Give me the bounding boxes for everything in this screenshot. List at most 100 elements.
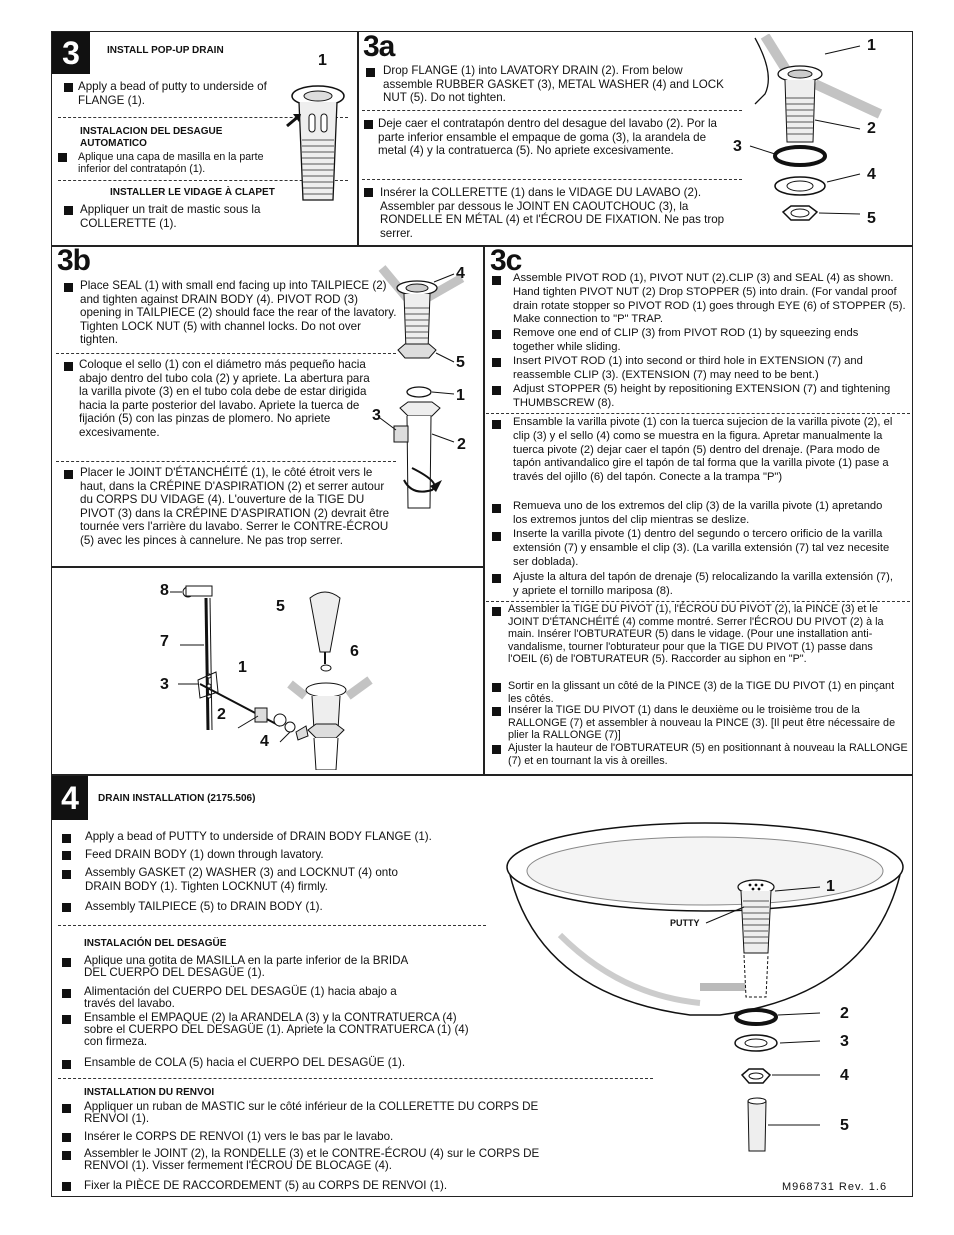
step-3b-text-en: Place SEAL (1) with small end facing up …	[80, 279, 397, 347]
dashed-separator	[56, 353, 396, 354]
bullet	[64, 362, 73, 371]
bullet	[62, 989, 71, 998]
document-reference: M968731 Rev. 1.6	[782, 1181, 888, 1193]
callout-3: 3	[840, 1033, 849, 1050]
step-3-badge: 3	[52, 32, 90, 74]
vessel-sink-illustration	[506, 822, 904, 1152]
step-4-heading: DRAIN INSTALLATION (2175.506)	[98, 793, 256, 804]
bullet	[62, 958, 71, 967]
divider	[51, 245, 913, 247]
callout-1: 1	[318, 52, 327, 69]
callout-1: 1	[456, 387, 465, 404]
step-4-en-3: Assembly GASKET (2) WASHER (3) and LOCKN…	[85, 866, 398, 893]
divider	[357, 31, 359, 246]
step-3c-fr-2: Sortir en la glissant un côté de la PINC…	[508, 680, 895, 705]
bullet	[62, 870, 71, 879]
bullet	[62, 851, 71, 860]
bullet	[62, 1015, 71, 1024]
step-3-text-es: Aplique una capa de masilla en la parte …	[78, 151, 264, 176]
bullet	[62, 1133, 71, 1142]
bullet	[64, 83, 73, 92]
callout-2: 2	[217, 706, 226, 723]
bullet	[492, 574, 501, 583]
dashed-separator	[58, 117, 348, 118]
callout-4: 4	[456, 265, 465, 282]
bullet	[492, 504, 501, 513]
step-3b-text-es: Coloque el sello (1) con el diámetro más…	[79, 358, 370, 439]
bullet	[492, 276, 501, 285]
step-3a-title: 3a	[363, 30, 395, 63]
step-3-heading: INSTALL POP-UP DRAIN	[107, 45, 224, 56]
step-3c-fr-3: Insérer la TIGE DU PIVOT (1) dans le deu…	[508, 704, 896, 742]
step-4-heading-es: INSTALACIÓN DEL DESAGÜE	[84, 938, 227, 949]
callout-2: 2	[867, 120, 876, 137]
step-3c-title: 3c	[490, 244, 522, 277]
callout-5: 5	[456, 354, 465, 371]
step-3b-text-fr: Placer le JOINT D'ÉTANCHÉITÉ (1), le côt…	[80, 466, 390, 547]
callout-1: 1	[826, 878, 835, 895]
dashed-separator	[58, 1078, 653, 1079]
step-4-en-4: Assembly TAILPIECE (5) to DRAIN BODY (1)…	[85, 900, 323, 913]
step-4-es-3: Ensamble el EMPAQUE (2) la ARANDELA (3) …	[84, 1011, 469, 1049]
bullet	[492, 745, 501, 754]
step-4-fr-1: Appliquer un ruban de MASTIC sur le côté…	[84, 1100, 539, 1126]
step-3c-es-2: Remueva uno de los extremos del clip (3)…	[513, 500, 883, 526]
step-4-es-2: Alimentación del CUERPO DEL DESAGÜE (1) …	[84, 985, 397, 1011]
callout-7: 7	[160, 633, 169, 650]
step-3a-text-fr: Insérer la COLLERETTE (1) dans le VIDAGE…	[380, 186, 725, 240]
step-4-es-1: Aplique una gotita de MASILLA en la part…	[84, 954, 408, 980]
step-3c-es-3: Inserte la varilla pivote (1) dentro del…	[513, 528, 890, 568]
callout-3: 3	[160, 676, 169, 693]
step-3a-text-es: Deje caer el contratapón dentro del desa…	[378, 117, 718, 158]
flange-illustration	[286, 85, 345, 201]
step-3-heading-fr: INSTALLER LE VIDAGE À CLAPET	[110, 187, 275, 198]
bullet	[62, 834, 71, 843]
bullet	[64, 470, 73, 479]
bullet	[62, 1182, 71, 1191]
dashed-separator	[58, 180, 348, 181]
tailpiece-illustration	[378, 265, 465, 509]
step-3-text-en: Apply a bead of putty to underside of FL…	[78, 80, 267, 107]
callout-3: 3	[372, 407, 381, 424]
step-4-en-2: Feed DRAIN BODY (1) down through lavator…	[85, 848, 324, 861]
bullet	[492, 420, 501, 429]
callout-8: 8	[160, 582, 169, 599]
bullet	[492, 532, 501, 541]
step-4-fr-3: Assembler le JOINT (2), la RONDELLE (3) …	[84, 1147, 540, 1173]
bullet	[58, 153, 67, 162]
dashed-separator	[56, 461, 396, 462]
step-3c-en-4: Adjust STOPPER (5) height by repositioni…	[513, 383, 891, 409]
step-3a-text-en: Drop FLANGE (1) into LAVATORY DRAIN (2).…	[383, 64, 724, 105]
divider	[51, 774, 913, 776]
callout-3: 3	[733, 138, 742, 155]
dashed-separator	[362, 179, 742, 180]
step-3c-en-2: Remove one end of CLIP (3) from PIVOT RO…	[513, 327, 859, 353]
step-3c-es-1: Ensamble la varilla pivote (1) con la tu…	[513, 416, 893, 484]
divider	[483, 245, 485, 775]
callout-4: 4	[867, 166, 876, 183]
step-3-heading-es: INSTALACION DEL DESAGUE AUTOMATICO	[80, 126, 223, 149]
bullet	[62, 1151, 71, 1160]
callout-4: 4	[260, 733, 269, 750]
bullet	[62, 1060, 71, 1069]
bullet	[62, 1104, 71, 1113]
step-3c-fr-1: Assembler la TIGE DU PIVOT (1), l'ÉCROU …	[508, 603, 884, 666]
bullet	[492, 386, 501, 395]
bullet	[366, 68, 375, 77]
callout-1: 1	[238, 659, 247, 676]
bullet	[64, 206, 73, 215]
drain-assembly-illustration	[749, 34, 883, 221]
bullet	[492, 330, 501, 339]
dashed-separator	[486, 413, 910, 414]
pivot-rod-diagram	[170, 585, 373, 770]
dashed-separator	[486, 601, 910, 602]
putty-label: PUTTY	[670, 918, 700, 928]
callout-5: 5	[840, 1117, 849, 1134]
dashed-separator	[58, 925, 486, 926]
step-3-text-fr: Appliquer un trait de mastic sous la COL…	[80, 203, 261, 230]
step-3b-title: 3b	[57, 244, 91, 277]
step-4-fr-4: Fixer la PIÈCE DE RACCORDEMENT (5) au CO…	[84, 1179, 448, 1192]
callout-4: 4	[840, 1067, 849, 1084]
step-4-es-4: Ensamble de COLA (5) hacia el CUERPO DEL…	[84, 1056, 406, 1069]
bullet	[364, 120, 373, 129]
